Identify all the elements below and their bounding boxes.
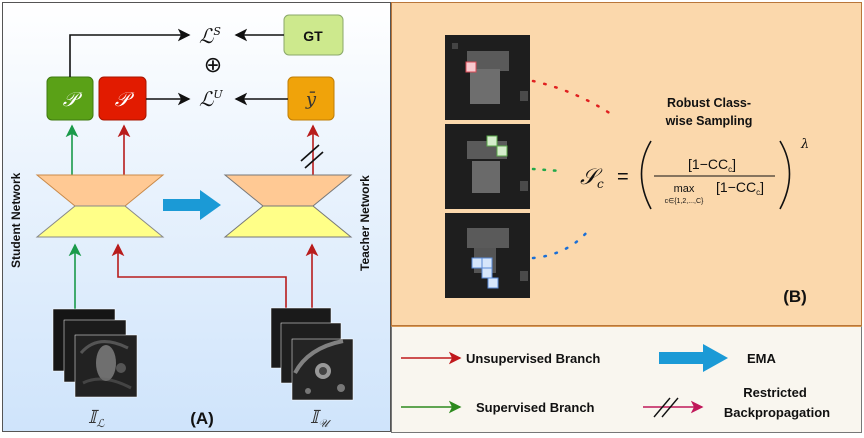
formula-denominator: [1−CCc] (716, 179, 764, 197)
legend-ema-arrow (659, 344, 728, 372)
ema-arrow (163, 190, 221, 220)
labeled-image-stack (52, 308, 138, 398)
teacher-network-label: Teacher Network (358, 175, 372, 271)
legend-restricted-slash-2 (661, 397, 679, 418)
legend-item-ema: EMA (659, 344, 777, 372)
formula-denom-op: max (674, 183, 695, 195)
formula-lhs: 𝒮c (580, 165, 604, 191)
pseudo-label-text: ȳ (305, 89, 317, 110)
panel-a-canvas: Student Network Teacher Network GT ℒS ⊕ … (9, 14, 372, 430)
sampling-formula: 𝒮c = [1−CCc] max c∈{1,2,...,C} [1−CCc] λ (580, 137, 809, 210)
sampling-title-line2: wise Sampling (665, 114, 753, 128)
legend-restricted-label-line2: Backpropagation (724, 405, 830, 420)
unlabeled-image-stack (270, 307, 354, 401)
legend-ema-label: EMA (747, 351, 777, 366)
patch-class-3 (445, 213, 530, 298)
pseudo-label-box: ȳ (287, 76, 335, 121)
student-encoder (35, 174, 165, 207)
dotted-connector-class-1 (531, 79, 616, 118)
legend-item-supervised: Supervised Branch (401, 400, 595, 415)
legend-panel: Unsupervised Branch EMA Supervised Branc… (391, 326, 862, 433)
gt-label: GT (303, 28, 323, 44)
legend-item-restricted: Restricted Backpropagation (643, 385, 830, 420)
prediction-supervised-box: 𝒫 (46, 76, 94, 121)
patch-class-1 (445, 35, 530, 120)
loss-unsupervised: ℒU (199, 87, 223, 111)
legend-restricted-slash-1 (653, 397, 671, 418)
class-3-pixel-c (481, 267, 493, 279)
class-3-pixel-d (487, 277, 499, 289)
student-decoder (35, 205, 165, 238)
teacher-decoder (223, 205, 353, 238)
loss-supervised: ℒS (199, 24, 221, 48)
panel-b-canvas: Robust Class- wise Sampling 𝒮c = [1−CCc]… (445, 35, 809, 306)
class-1-pixel (465, 61, 477, 73)
panel-a-caption: (A) (190, 409, 214, 428)
gt-box: GT (283, 14, 344, 56)
labeled-input-label: 𝕀ℒ (88, 407, 105, 430)
class-2-pixel-b (496, 145, 508, 157)
formula-numerator: [1−CCc] (688, 156, 736, 174)
teacher-encoder (223, 174, 353, 207)
student-network (35, 174, 165, 238)
class-2-pixel-a (486, 135, 498, 147)
unlabeled-input-label: 𝕀𝒰 (310, 407, 331, 430)
panel-a-mean-teacher: Student Network Teacher Network GT ℒS ⊕ … (2, 2, 391, 432)
legend-canvas: Unsupervised Branch EMA Supervised Branc… (401, 344, 830, 420)
teacher-network (223, 174, 353, 238)
oplus-symbol: ⊕ (204, 52, 222, 77)
class-3-pixel-a (471, 257, 483, 269)
patch-class-2 (445, 124, 530, 209)
dotted-connector-class-2 (531, 167, 562, 173)
prediction-unsupervised-box: 𝒫 (98, 76, 147, 121)
student-network-label: Student Network (9, 172, 23, 268)
arrow-unlabeled-to-student (111, 243, 287, 308)
formula-denom-sub: c∈{1,2,...,C} (665, 198, 704, 205)
formula-equals: = (617, 166, 629, 188)
restricted-backprop-icon (300, 144, 324, 169)
legend-item-unsupervised: Unsupervised Branch (401, 351, 600, 366)
formula-right-paren (779, 140, 791, 210)
dotted-connector-class-3 (531, 229, 590, 260)
sampling-title-line1: Robust Class- (667, 96, 751, 110)
formula-left-paren (640, 140, 652, 210)
legend-supervised-label: Supervised Branch (476, 400, 595, 415)
legend-unsupervised-label: Unsupervised Branch (466, 351, 600, 366)
class-3-pixel-b (481, 257, 493, 269)
panel-b-robust-sampling: Robust Class- wise Sampling 𝒮c = [1−CCc]… (391, 2, 862, 326)
panel-b-caption: (B) (783, 287, 807, 306)
formula-exponent: λ (800, 137, 809, 152)
legend-restricted-label-line1: Restricted (743, 385, 807, 400)
arrow-pred-to-loss-s (69, 28, 191, 77)
